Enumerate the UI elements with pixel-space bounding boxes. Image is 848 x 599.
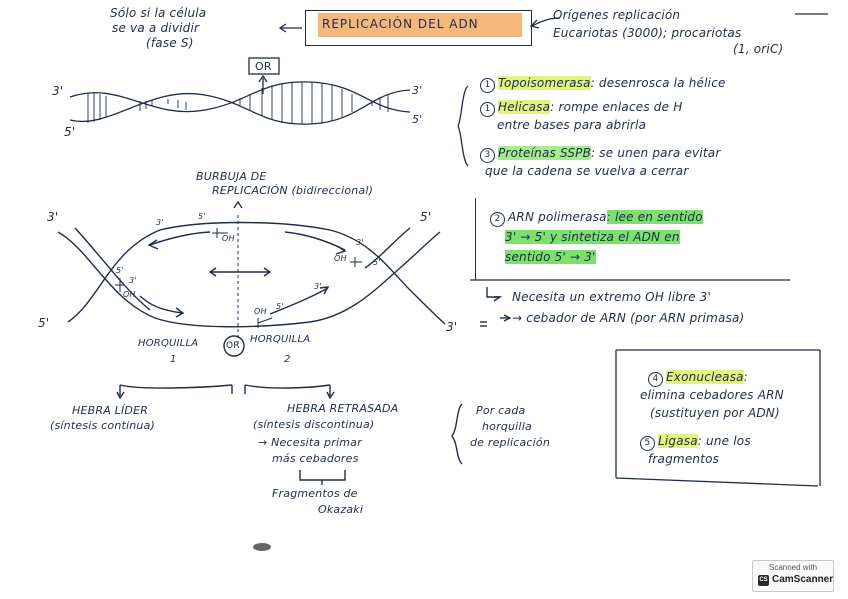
okazaki-line1: Fragmentos de <box>272 487 358 500</box>
helix-end-right-bottom: 5' <box>412 113 423 126</box>
bubble-inner-label: OH <box>123 290 136 299</box>
enzyme-helicasa-num: 1 <box>480 102 495 117</box>
top-note-line3: (fase S) <box>146 36 194 50</box>
hebra-retrasada-desc: (síntesis discontinua) <box>253 418 375 431</box>
enzyme-arn-pol-desc2: 3' → 5' y sintetiza el ADN en <box>505 230 680 244</box>
bubble-title-line2: REPLICACIÓN (bidireccional) <box>212 184 374 197</box>
enzyme-exo-desc: : <box>743 370 748 384</box>
enzyme-helicasa-desc2: entre bases para abrirla <box>497 118 647 132</box>
bubble-left-top: 3' <box>47 210 59 224</box>
enzyme-arn-pol-name: ARN polimerasa <box>508 210 607 224</box>
enzyme-ssb-name: Proteínas SSPB <box>498 146 592 160</box>
enzyme-helicasa-desc: : rompe enlaces de H <box>550 100 683 114</box>
camscanner-logo-icon: CS <box>758 575 769 586</box>
enzyme-ligasa-desc: : une los <box>697 434 751 448</box>
enzyme-arn-pol-desc3-text: sentido 5' → 3' <box>505 250 596 264</box>
helix-end-left-bottom: 5' <box>64 125 76 139</box>
horquilla-def-line2: horquilla <box>482 420 532 433</box>
arn-polimerasa-box <box>475 198 816 280</box>
enzyme-exo-desc2: elimina cebadores ARN <box>640 388 784 402</box>
enzyme-arn-pol-desc3: sentido 5' → 3' <box>505 250 596 264</box>
enzyme-arn-pol-desc2-text: 3' → 5' y sintetiza el ADN en <box>505 230 680 244</box>
enzyme-ssb-desc: : se unen para evitar <box>591 146 721 160</box>
bubble-inner-label: 3' <box>356 238 364 247</box>
enzyme-ligasa-desc2: fragmentos <box>648 452 720 466</box>
enzyme-exo-desc3: (sustituyen por ADN) <box>650 406 780 420</box>
enzyme-arn-pol-num: 2 <box>490 212 505 227</box>
necesita-line1: Necesita un extremo OH libre 3' <box>512 290 712 304</box>
camscanner-brand: CamScanner <box>772 574 834 585</box>
horquilla-2-num: 2 <box>284 354 291 365</box>
bubble-inner-label: 5' <box>276 302 284 311</box>
hebra-lider-desc: (síntesis continua) <box>50 419 156 432</box>
bubble-right-bottom: 3' <box>446 320 458 334</box>
hebra-lider-title: HEBRA LÍDER <box>72 404 149 417</box>
bubble-inner-label: 5' <box>373 258 381 267</box>
helix-end-left-top: 3' <box>52 84 64 98</box>
horquilla-1-label: HORQUILLA <box>138 338 199 349</box>
camscanner-watermark: Scanned with CS CamScanner <box>752 560 834 592</box>
okazaki-line2: Okazaki <box>318 503 364 516</box>
hebra-retrasada-title: HEBRA RETRASADA <box>287 402 399 415</box>
top-note-line2: se va a dividir <box>112 21 200 35</box>
horquilla-2-label: HORQUILLA <box>250 334 311 345</box>
title-box <box>305 10 532 46</box>
top-note-line1: Sólo si la célula <box>110 6 207 20</box>
helix-end-right-top: 3' <box>412 84 423 97</box>
enzyme-ligasa-name: Ligasa <box>658 434 698 448</box>
enzyme-topo-num: 1 <box>480 78 495 93</box>
hebra-retrasada-note1: → Necesita primar <box>258 436 362 449</box>
enzyme-exo-name: Exonucleasa <box>666 370 744 384</box>
origins-note-line2: Eucariotas (3000); procariotas <box>553 26 742 40</box>
page-title: REPLICACIÓN DEL ADN <box>322 17 479 31</box>
bubble-inner-label: 5' <box>198 212 206 221</box>
origins-note-line1: Orígenes replicación <box>553 8 681 22</box>
enzyme-ssb-desc2: que la cadena se vuelva a cerrar <box>485 164 689 178</box>
bubble-inner-label: 5' <box>116 266 124 275</box>
hebra-retrasada-note2: más cebadores <box>272 452 359 465</box>
enzyme-ligasa-num: 5 <box>640 436 655 451</box>
bubble-inner-label: OH <box>254 307 267 316</box>
bubble-inner-label: 3' <box>314 282 322 291</box>
bubble-inner-label: 3' <box>156 218 164 227</box>
bubble-inner-label: 3' <box>129 276 137 285</box>
horquilla-1-num: 1 <box>170 354 177 365</box>
enzyme-ssb-num: 3 <box>480 148 495 163</box>
camscanner-scanned-with: Scanned with <box>768 563 818 572</box>
enzyme-exo-num: 4 <box>648 372 663 387</box>
enzyme-arn-pol-desc: : lee en sentido <box>606 210 703 224</box>
horquilla-def-line3: de replicación <box>470 436 551 449</box>
helix-ori-label: OR <box>255 60 272 73</box>
enzyme-helicasa-name: Helicasa <box>498 100 551 114</box>
enzyme-topo-name: Topoisomerasa <box>498 76 591 90</box>
necesita-line2: → cebador de ARN (por ARN primasa) <box>512 311 745 325</box>
bubble-title-line1: BURBUJA DE <box>196 170 267 183</box>
bubble-inner-label: OH <box>222 234 235 243</box>
bubble-inner-label: OH <box>334 254 347 263</box>
bubble-left-bottom: 5' <box>38 316 50 330</box>
enzyme-topo-desc: : desenrosca la hélice <box>590 76 726 90</box>
bubble-right-top: 5' <box>420 210 432 224</box>
origins-note-line3: (1, oriC) <box>733 42 784 56</box>
title-highlight <box>318 13 522 37</box>
horquilla-def-line1: Por cada <box>476 404 526 417</box>
bubble-ori-label: OR <box>226 341 240 351</box>
